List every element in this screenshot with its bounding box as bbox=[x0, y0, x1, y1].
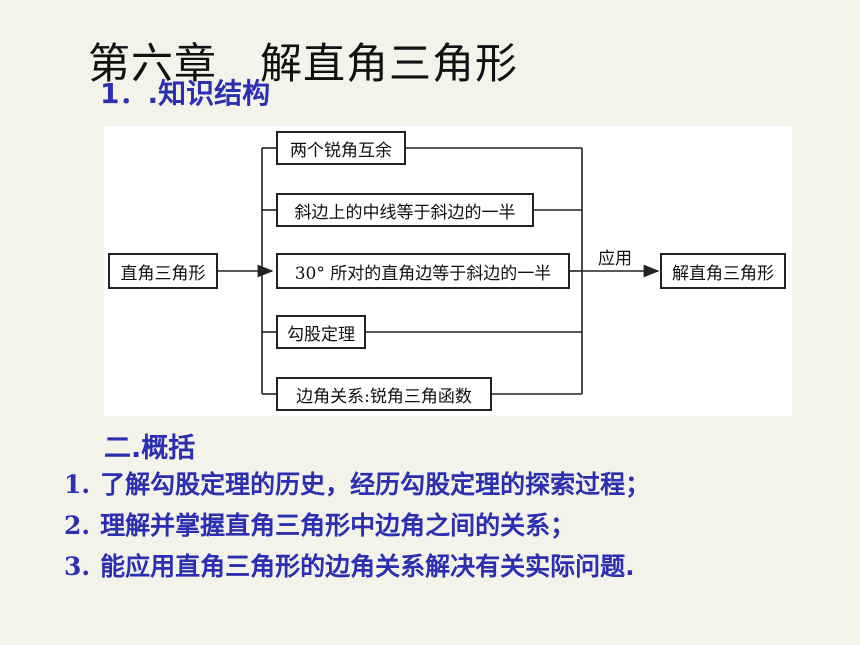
item-text: 了解勾股定理的历史，经历勾股定理的探索过程； bbox=[100, 470, 651, 499]
item-number: 1. bbox=[64, 470, 91, 499]
summary-item: 2. 理解并掌握直角三角形中边角之间的关系； bbox=[64, 505, 650, 546]
section-heading-summary: 二.概括 bbox=[104, 433, 196, 464]
apply-edge-label: 应用 bbox=[598, 249, 632, 269]
summary-item: 3. 能应用直角三角形的边角关系解决有关实际问题. bbox=[64, 546, 650, 587]
target-node: 解直角三角形 bbox=[660, 253, 786, 289]
branch-node: 两个锐角互余 bbox=[276, 131, 406, 165]
branch-node: 30° 所对的直角边等于斜边的一半 bbox=[276, 253, 570, 289]
item-text: 理解并掌握直角三角形中边角之间的关系； bbox=[100, 511, 576, 540]
section-heading-knowledge-structure: 1．.知识结构 bbox=[100, 77, 271, 110]
source-node: 直角三角形 bbox=[108, 253, 218, 289]
branch-node: 边角关系:锐角三角函数 bbox=[276, 377, 492, 411]
branch-node: 斜边上的中线等于斜边的一半 bbox=[276, 193, 534, 227]
item-text: 能应用直角三角形的边角关系解决有关实际问题. bbox=[100, 552, 635, 581]
summary-item: 1. 了解勾股定理的历史，经历勾股定理的探索过程； bbox=[64, 464, 650, 505]
page-title: 第六章 解直角三角形 bbox=[88, 39, 519, 88]
summary-list: 1. 了解勾股定理的历史，经历勾股定理的探索过程； 2. 理解并掌握直角三角形中边角… bbox=[64, 464, 650, 587]
item-number: 3. bbox=[64, 552, 91, 581]
branch-node: 勾股定理 bbox=[276, 315, 366, 349]
diagram-connectors bbox=[216, 147, 660, 395]
knowledge-structure-diagram: 直角三角形 两个锐角互余 斜边上的中线等于斜边的一半 30° 所对的直角边等于斜… bbox=[104, 126, 792, 416]
item-number: 2. bbox=[64, 511, 91, 540]
